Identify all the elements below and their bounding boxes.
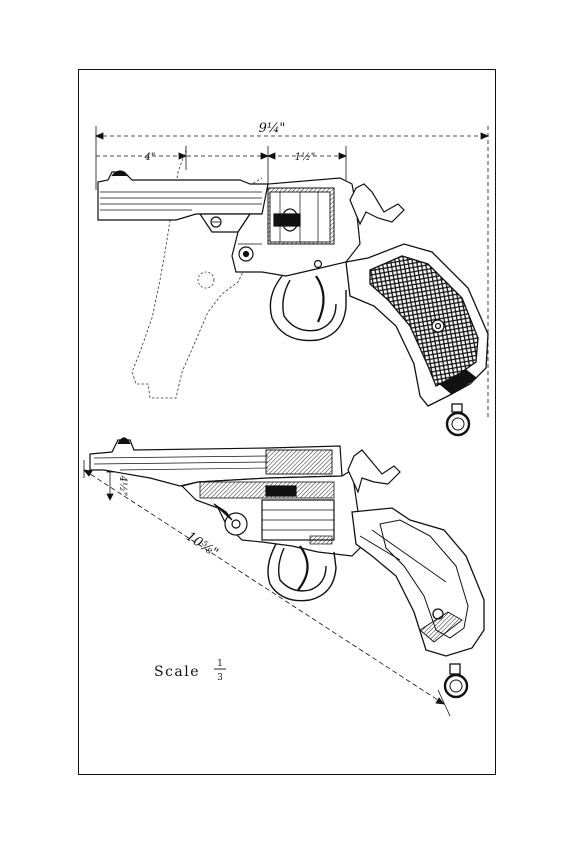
ghost-pivot [197,271,215,289]
scale-denominator: 3 [217,673,223,683]
top-trigger-guard [269,275,347,342]
top-barrel [97,170,269,233]
dimension-barrel [96,146,348,190]
overall-length-label: 9¼" [259,121,286,136]
dimension-overall [94,126,490,420]
scale-numerator: 1 [217,659,223,669]
bottom-barrel [89,437,343,487]
ghost-outline [131,149,263,399]
dimension-diagonal [83,460,451,717]
bottom-frame [180,469,369,557]
bottom-revolver-figure: 10⅝" 4½" [83,437,485,717]
plate-frame [78,69,496,775]
top-grip [345,243,489,437]
bottom-trigger-guard [267,543,337,602]
top-revolver-figure: 9¼" 4" 1½" [94,121,490,437]
bottom-hammer [347,449,401,494]
bottom-grip [351,507,485,699]
barrel-length-label: 4" [144,152,156,163]
diagonal-length-label: 10⅝" [183,529,221,561]
top-frame [231,177,361,277]
cylinder-length-label: 1½" [295,152,316,163]
scale-label-group: Scale 1 3 [154,659,226,683]
scale-word: Scale [154,664,200,680]
offset-label: 4½" [117,475,128,497]
top-hammer [349,183,405,226]
